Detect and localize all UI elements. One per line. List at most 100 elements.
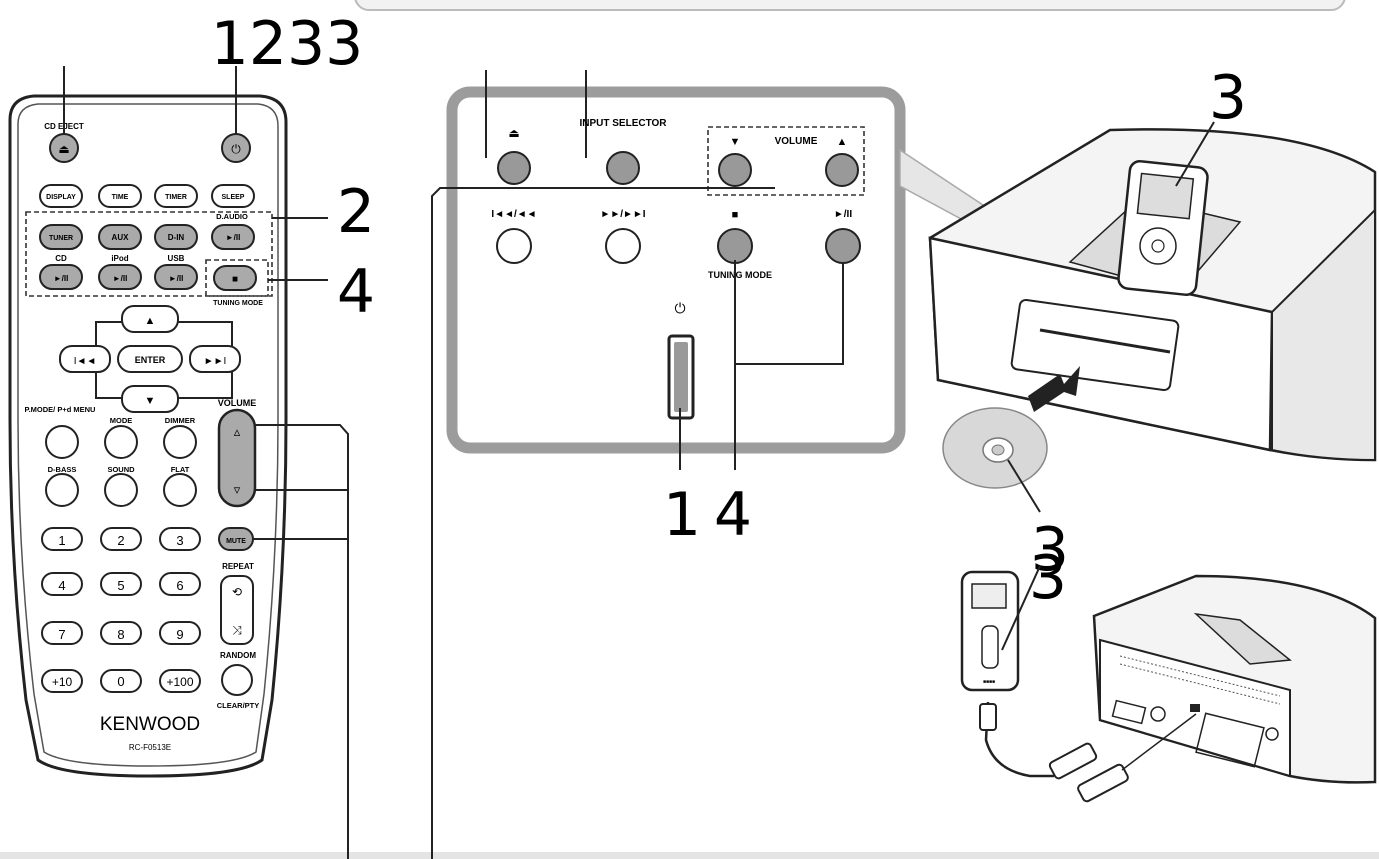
usb-player-screen: [971, 583, 1007, 609]
up-button[interactable]: [121, 305, 179, 333]
time-button[interactable]: [98, 184, 142, 208]
remote-volume-label: VOLUME: [218, 398, 257, 408]
insert-arrow-icon: [1028, 366, 1080, 412]
key-3-label: 3: [176, 533, 183, 548]
down-button[interactable]: [121, 385, 179, 413]
panel-play-label: ►/II: [834, 209, 852, 220]
d-bass-button[interactable]: [45, 473, 79, 507]
d-audio-play-label: ►/II: [226, 233, 241, 242]
volume-up-triangle-icon: ▲: [837, 136, 848, 148]
key-2[interactable]: [100, 527, 142, 551]
panel-next-label: ►►/►►I: [600, 209, 645, 220]
key-7[interactable]: [41, 621, 83, 645]
key-9[interactable]: [159, 621, 201, 645]
key-plus-10[interactable]: [41, 669, 83, 693]
panel-next-button[interactable]: [605, 228, 641, 264]
main-unit: [928, 128, 1377, 462]
usb-play-button[interactable]: [154, 264, 198, 290]
sound-button[interactable]: [104, 473, 138, 507]
panel-volume-up-button[interactable]: [825, 153, 859, 187]
remote-volume-rocker[interactable]: [217, 408, 257, 508]
flat-button[interactable]: [163, 473, 197, 507]
prev-button[interactable]: [59, 345, 111, 373]
usb-cable: [984, 701, 1054, 778]
panel-stop-label: ■: [732, 209, 739, 221]
stop-icon: ■: [232, 274, 238, 285]
timer-button[interactable]: [154, 184, 198, 208]
sleep-button-label: SLEEP: [222, 194, 245, 201]
panel-eject-button[interactable]: [497, 151, 531, 185]
d-in-button[interactable]: [154, 224, 198, 250]
key-7-label: 7: [58, 627, 65, 642]
volume-down-icon: ▿: [234, 482, 241, 497]
repeat-random-button[interactable]: [220, 575, 254, 645]
key-1[interactable]: [41, 527, 83, 551]
model-label: RC-F0513E: [129, 743, 171, 752]
volume-up-icon: ▵: [234, 424, 241, 439]
up-arrow-icon: ▲: [145, 315, 156, 327]
d-in-button-label: D-IN: [168, 233, 185, 242]
panel-prev-label: I◄◄/◄◄: [491, 209, 536, 220]
callout-2: 2: [337, 177, 375, 247]
key-5[interactable]: [100, 572, 142, 596]
key-4[interactable]: [41, 572, 83, 596]
dpad: ▲ ▼ I◄◄ ►►I ENTER: [59, 305, 241, 413]
callout-4-remote: 4: [337, 257, 375, 327]
panel-stop-button[interactable]: [717, 228, 753, 264]
remote-row3: CD iPod USB ►/II ►/II ►/II: [39, 254, 198, 290]
key-0[interactable]: [100, 669, 142, 693]
key-9-label: 9: [176, 627, 183, 642]
dimmer-button[interactable]: [163, 425, 197, 459]
tuner-button-label: TUNER: [49, 235, 73, 242]
panel-eject-icon: ⏏: [508, 126, 519, 140]
panel-play-button[interactable]: [825, 228, 861, 264]
usb-player-label: ■■■■: [983, 679, 995, 685]
key-8[interactable]: [100, 621, 142, 645]
d-audio-play-button[interactable]: [211, 224, 255, 250]
remote-power-button[interactable]: ⏻: [221, 133, 251, 163]
ipod-screen: [1136, 172, 1195, 220]
enter-button[interactable]: [117, 345, 183, 373]
mode-label: MODE: [110, 416, 133, 425]
key-6[interactable]: [159, 572, 201, 596]
remote-eject-button[interactable]: ⏏: [49, 133, 79, 163]
usb-insert-line: [1121, 713, 1197, 771]
clear-label: CLEAR/PTY: [217, 701, 260, 710]
input-selector-button[interactable]: [606, 151, 640, 185]
panel-tuning-mode-label: TUNING MODE: [708, 270, 772, 280]
panel-prev-button[interactable]: [496, 228, 532, 264]
random-label: RANDOM: [220, 651, 256, 660]
panel-volume-down-button[interactable]: [718, 153, 752, 187]
ipod-play-label: ►/II: [113, 274, 128, 283]
flat-label: FLAT: [171, 465, 190, 474]
down-arrow-icon: ▼: [145, 395, 156, 407]
leader-usb: [1001, 565, 1041, 651]
display-button[interactable]: [39, 184, 83, 208]
shuffle-icon: ⤨: [232, 623, 242, 637]
next-button[interactable]: [189, 345, 241, 373]
eject-icon: ⏏: [58, 142, 69, 156]
cd-play-button[interactable]: [39, 264, 83, 290]
top-frame: [354, 0, 1346, 11]
key-plus-100[interactable]: [159, 669, 201, 693]
remote-stop-button[interactable]: [213, 265, 257, 291]
callout-1-panel: 1: [663, 480, 701, 550]
usb-flash-drive: [1077, 763, 1129, 803]
panel-power-switch-inner: [674, 342, 688, 412]
clear-button[interactable]: [221, 664, 253, 696]
leader-panel-play: [735, 262, 844, 365]
tuner-button[interactable]: [39, 224, 83, 250]
key-3[interactable]: [159, 527, 201, 551]
input-group-box: [25, 211, 273, 297]
remote-tuning-mode-label: TUNING MODE: [213, 300, 263, 307]
callout-1233: 1233: [211, 9, 364, 79]
cd-label: CD: [55, 254, 67, 263]
key-5-label: 5: [117, 578, 124, 593]
ipod-play-button[interactable]: [98, 264, 142, 290]
aux-button[interactable]: [98, 224, 142, 250]
time-button-label: TIME: [112, 194, 129, 201]
mode-button[interactable]: [104, 425, 138, 459]
sleep-button[interactable]: [211, 184, 255, 208]
pmode-button[interactable]: [45, 425, 79, 459]
